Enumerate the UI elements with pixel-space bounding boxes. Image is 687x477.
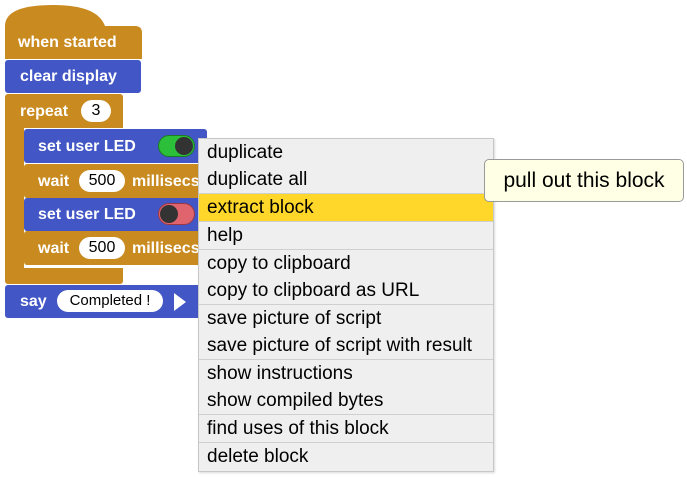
set-user-led-block-on[interactable]: set user LED bbox=[24, 129, 207, 163]
wait-label: wait bbox=[38, 240, 70, 257]
menu-item-save-picture[interactable]: save picture of script bbox=[207, 308, 382, 329]
menu-separator bbox=[199, 249, 493, 250]
wait-label: wait bbox=[38, 173, 70, 190]
menu-item-show-instructions[interactable]: show instructions bbox=[207, 363, 353, 384]
repeat-footer bbox=[5, 268, 123, 284]
repeat-block[interactable]: repeat 3 bbox=[5, 94, 125, 284]
wait-block[interactable]: wait 500 millisecs bbox=[24, 231, 207, 265]
menu-item-copy-to-clipboard-url[interactable]: copy to clipboard as URL bbox=[207, 280, 420, 301]
millisecs-label: millisecs bbox=[132, 173, 200, 190]
menu-item-find-uses[interactable]: find uses of this block bbox=[207, 418, 389, 439]
clear-display-block[interactable]: clear display bbox=[5, 60, 141, 93]
repeat-count-input[interactable]: 3 bbox=[81, 100, 111, 122]
menu-item-show-compiled-bytes[interactable]: show compiled bytes bbox=[207, 390, 384, 411]
when-started-label: when started bbox=[18, 34, 117, 51]
toggle-knob bbox=[160, 205, 178, 223]
clear-display-label: clear display bbox=[20, 68, 117, 85]
menu-item-save-picture-with-result[interactable]: save picture of script with result bbox=[207, 335, 473, 356]
context-menu: duplicate duplicate all extract block he… bbox=[198, 138, 494, 472]
menu-item-duplicate[interactable]: duplicate bbox=[207, 142, 284, 163]
set-user-led-block-off[interactable]: set user LED bbox=[24, 198, 207, 231]
say-block[interactable]: say Completed ! bbox=[5, 285, 205, 318]
say-text-input[interactable]: Completed ! bbox=[57, 290, 163, 312]
expand-arrow-icon[interactable] bbox=[173, 292, 187, 312]
menu-separator bbox=[199, 359, 493, 360]
repeat-arm bbox=[5, 128, 24, 280]
menu-item-extract-block[interactable]: extract block bbox=[199, 194, 493, 222]
repeat-label: repeat bbox=[20, 103, 69, 120]
menu-item-help[interactable]: help bbox=[207, 225, 243, 246]
menu-separator bbox=[199, 442, 493, 443]
menu-item-duplicate-all[interactable]: duplicate all bbox=[207, 169, 308, 190]
millisecs-label: millisecs bbox=[132, 240, 200, 257]
when-started-block[interactable]: when started bbox=[5, 4, 142, 59]
set-user-led-label: set user LED bbox=[38, 138, 136, 155]
tooltip: pull out this block bbox=[484, 159, 684, 202]
menu-separator bbox=[199, 304, 493, 305]
wait-ms-input[interactable]: 500 bbox=[79, 170, 125, 192]
set-user-led-label: set user LED bbox=[38, 206, 136, 223]
say-label: say bbox=[20, 293, 47, 310]
menu-separator bbox=[199, 221, 493, 222]
menu-item-delete-block[interactable]: delete block bbox=[207, 446, 309, 467]
toggle-switch-off[interactable] bbox=[158, 203, 195, 225]
hat-shape bbox=[5, 5, 142, 59]
menu-item-copy-to-clipboard[interactable]: copy to clipboard bbox=[207, 253, 351, 274]
toggle-switch-on[interactable] bbox=[158, 135, 195, 157]
menu-separator bbox=[199, 193, 493, 194]
wait-ms-input[interactable]: 500 bbox=[79, 237, 125, 259]
wait-block[interactable]: wait 500 millisecs bbox=[24, 164, 207, 198]
menu-separator bbox=[199, 414, 493, 415]
toggle-knob bbox=[175, 137, 193, 155]
